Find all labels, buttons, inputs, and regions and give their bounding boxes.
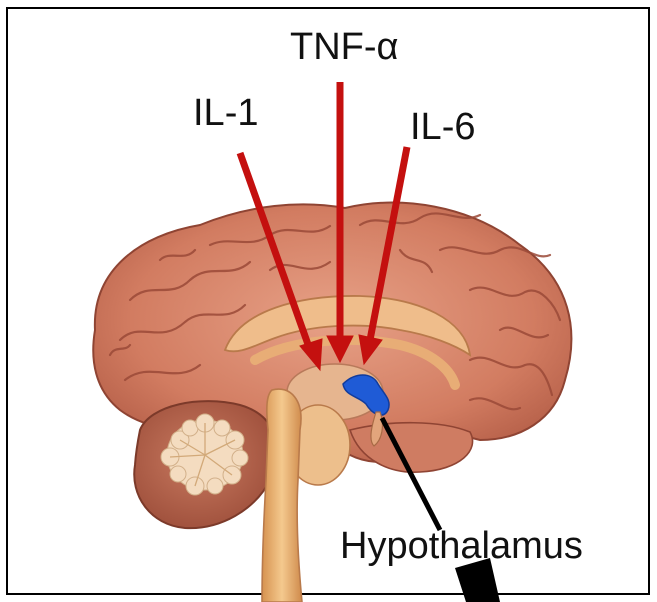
temporal-lobe xyxy=(350,423,473,472)
label-hypothalamus: Hypothalamus xyxy=(340,527,583,565)
label-il-1: IL-1 xyxy=(193,94,258,132)
label-il-6: IL-6 xyxy=(410,108,475,146)
label-tnf-alpha: TNF-α xyxy=(290,28,399,66)
brainstem xyxy=(262,389,302,602)
